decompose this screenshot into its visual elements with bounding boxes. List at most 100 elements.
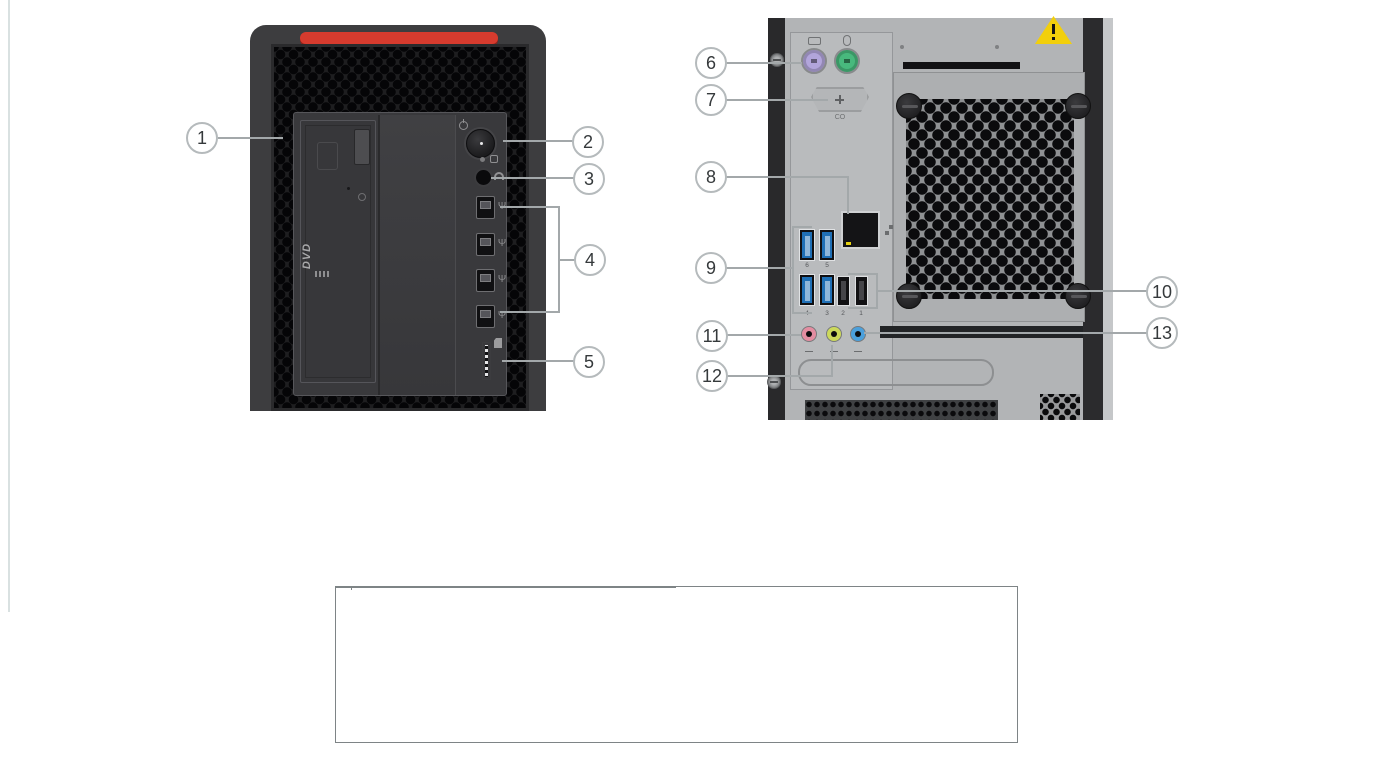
callout-line-5 [502,360,574,362]
blank-flex-bay [378,115,456,395]
fan-thumbscrew [896,93,922,119]
ethernet-port [841,211,880,249]
callout-bracket-10 [848,307,878,309]
line-out-jack [826,326,842,342]
fan-thumbscrew [1065,283,1091,309]
callout-2: 2 [572,126,604,158]
callout-6: 6 [695,47,727,79]
callout-4: 4 [574,244,606,276]
rear-usb2-port-1 [855,276,868,306]
callout-line-12 [727,375,833,377]
usb-ss-icon: Ψ [497,310,507,321]
line-in-jack [850,326,866,342]
line-out-icon [830,346,838,352]
callout-bracket-10 [876,273,878,309]
screw-hole [995,45,999,49]
callout-13: 13 [1146,317,1178,349]
callout-11: 11 [696,320,728,352]
page-edge-line [8,0,10,612]
ps2-mouse-port [834,48,860,74]
dvd-drive-bay: DVD [300,120,376,383]
dvd-logo: DVD [301,242,313,270]
chassis-screw [767,375,781,389]
fan-thumbscrew [896,283,922,309]
front-usb-port-3 [476,269,495,292]
callout-9: 9 [695,252,727,284]
mouse-icon [843,35,851,46]
usb-ss-icon: Ψ [497,274,507,285]
expansion-slot-cover [798,359,994,386]
mic-icon [805,346,813,352]
dvd-tray-outline [305,125,371,378]
rear-fan-panel [893,72,1091,322]
dvd-indicator-icon [358,193,366,201]
rear-usb3-port-4 [799,274,815,306]
table-cell: 7.Serial * [336,587,352,590]
usb-ss-icon: Ψ [497,238,507,249]
red-handle-accent [300,32,498,44]
ps2-keyboard-port [801,48,827,74]
rear-usb3-port-5 [819,229,835,261]
front-view-tower: DVD Ψ Ψ Ψ Ψ [250,25,546,411]
front-usb-port-1 [476,196,495,219]
microphone-jack [801,326,817,342]
rear-top-slot [903,62,1020,69]
callout-line-6 [726,62,802,64]
callout-7: 7 [695,84,727,116]
callout-12: 12 [696,360,728,392]
rear-right-edge [1083,18,1103,420]
sd-card-icon [494,338,502,348]
callout-line-1 [218,137,283,139]
fan-thumbscrew [1065,93,1091,119]
callout-5: 5 [573,346,605,378]
rear-usb2-port-2 [837,276,850,306]
callout-line-11 [727,334,801,336]
callout-bracket-4 [500,206,558,208]
chassis-screw [770,53,784,67]
usb-port-number: 1 [859,310,863,317]
callout-bracket-4 [500,311,558,313]
card-reader-slot [482,342,491,380]
usb-port-number: 6 [805,262,809,269]
rear-usb3-port-6 [799,229,815,261]
headphone-combo-jack [476,170,491,185]
keyboard-icon [808,37,821,45]
spec-table: 1.2x Flex bay 8.Ethernet (RJ-45) 2.Power… [335,586,1018,743]
serial-screw-icon [835,95,844,104]
callout-3: 3 [573,163,605,195]
callout-1: 1 [186,122,218,154]
callout-bracket-9 [792,226,812,228]
usb-port-number: 5 [825,262,829,269]
power-button [466,129,495,158]
rear-view-tower: CO 6 5 4 3 2 1 [767,16,1113,420]
callout-line-8 [726,176,849,178]
power-led-icon [480,157,485,162]
callout-line-2 [503,140,573,142]
screw-hole [900,45,904,49]
drive-activity-icon [490,155,498,163]
front-usb-port-2 [476,233,495,256]
table-row: 6.2x PS/2 ports (keyboard / mouse) 13.Li… [336,587,676,590]
usb-port-number: 2 [841,310,845,317]
callout-line-8 [847,176,849,214]
callout-line-3 [491,177,574,179]
callout-line-10 [877,290,1147,292]
callout-10: 10 [1146,276,1178,308]
power-symbol-icon [459,119,468,130]
callout-line-9 [726,267,793,269]
rear-left-edge [768,18,785,420]
callout-line-13 [864,332,1147,334]
rear-io-panel: CO 6 5 4 3 2 1 [790,32,897,390]
rear-bottom-vent [805,400,998,420]
callout-8: 8 [695,161,727,193]
dvd-logo-bars [315,271,331,277]
callout-bracket-9 [792,226,794,314]
usb-port-number: 3 [825,310,829,317]
rear-usb3-port-3 [819,274,835,306]
dvd-eject-button [354,129,370,165]
table-cell [336,587,351,590]
rear-hex-vent-cluster [1040,394,1080,420]
fan-hex-grille [906,99,1074,299]
line-in-icon [854,346,862,352]
